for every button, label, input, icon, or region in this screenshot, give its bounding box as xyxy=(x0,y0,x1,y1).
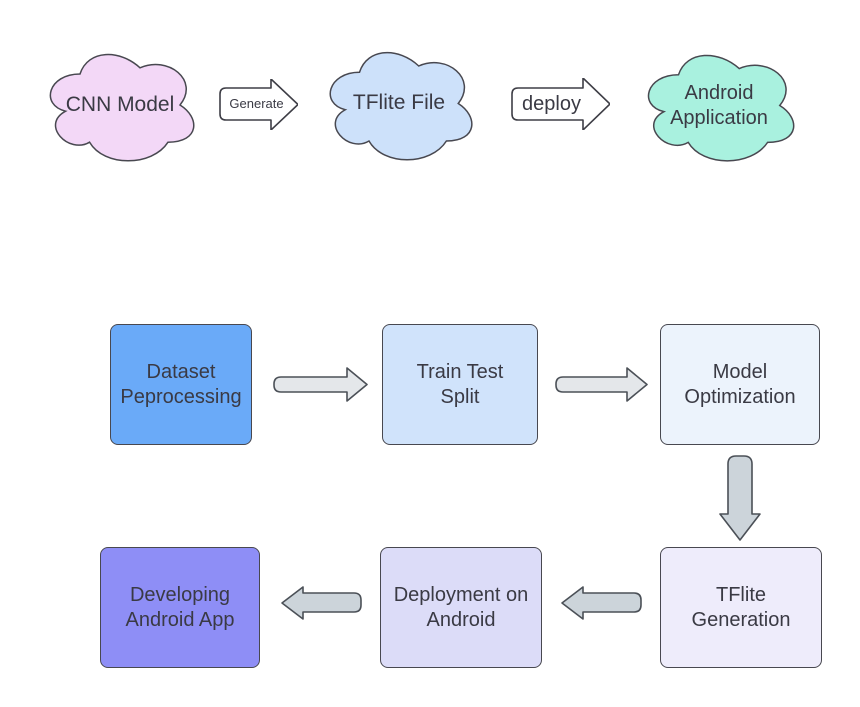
cloud-shape-icon xyxy=(320,41,478,166)
arrow-generate-label: Generate xyxy=(229,96,284,112)
block-arrow-right-icon xyxy=(507,78,610,130)
arrow-left-icon xyxy=(281,586,362,620)
step-model-optimization-label: Model Optimization xyxy=(684,360,796,408)
step-tflite-generation: TFlite Generation xyxy=(660,547,822,668)
arrow-right-icon xyxy=(273,367,368,402)
cloud-shape-icon xyxy=(638,44,800,167)
block-arrow-right-icon xyxy=(215,79,298,130)
step-model-optimization: Model Optimization xyxy=(660,324,820,445)
step-deployment-on-android-label: Deployment on Android xyxy=(393,583,529,631)
arrow-generate: Generate xyxy=(215,79,298,130)
arrow-right-icon xyxy=(555,367,648,402)
arrow-left-icon xyxy=(561,586,642,620)
cloud-cnn-model-label: CNN Model xyxy=(65,92,175,116)
arrow-down-icon xyxy=(719,455,761,541)
cloud-android-application-label: Android Application xyxy=(670,81,768,129)
step-train-test-split: Train Test Split xyxy=(382,324,538,445)
arrow-deploy-label: deploy xyxy=(522,92,581,115)
cloud-shape-icon xyxy=(40,43,200,167)
cloud-cnn-model: CNN Model xyxy=(40,43,200,167)
step-developing-android-app-label: Developing Android App xyxy=(125,583,235,631)
step-developing-android-app: Developing Android App xyxy=(100,547,260,668)
step-dataset-preprocessing: Dataset Peprocessing xyxy=(110,324,252,445)
step-dataset-preprocessing-label: Dataset Peprocessing xyxy=(120,360,242,408)
cloud-tflite-file: TFlite File xyxy=(320,41,478,166)
step-deployment-on-android: Deployment on Android xyxy=(380,547,542,668)
cloud-tflite-file-label: TFlite File xyxy=(352,91,446,115)
step-train-test-split-label: Train Test Split xyxy=(416,360,504,408)
arrow-deploy: deploy xyxy=(507,78,610,130)
step-tflite-generation-label: TFlite Generation xyxy=(691,583,791,631)
cloud-android-application: Android Application xyxy=(638,44,800,167)
